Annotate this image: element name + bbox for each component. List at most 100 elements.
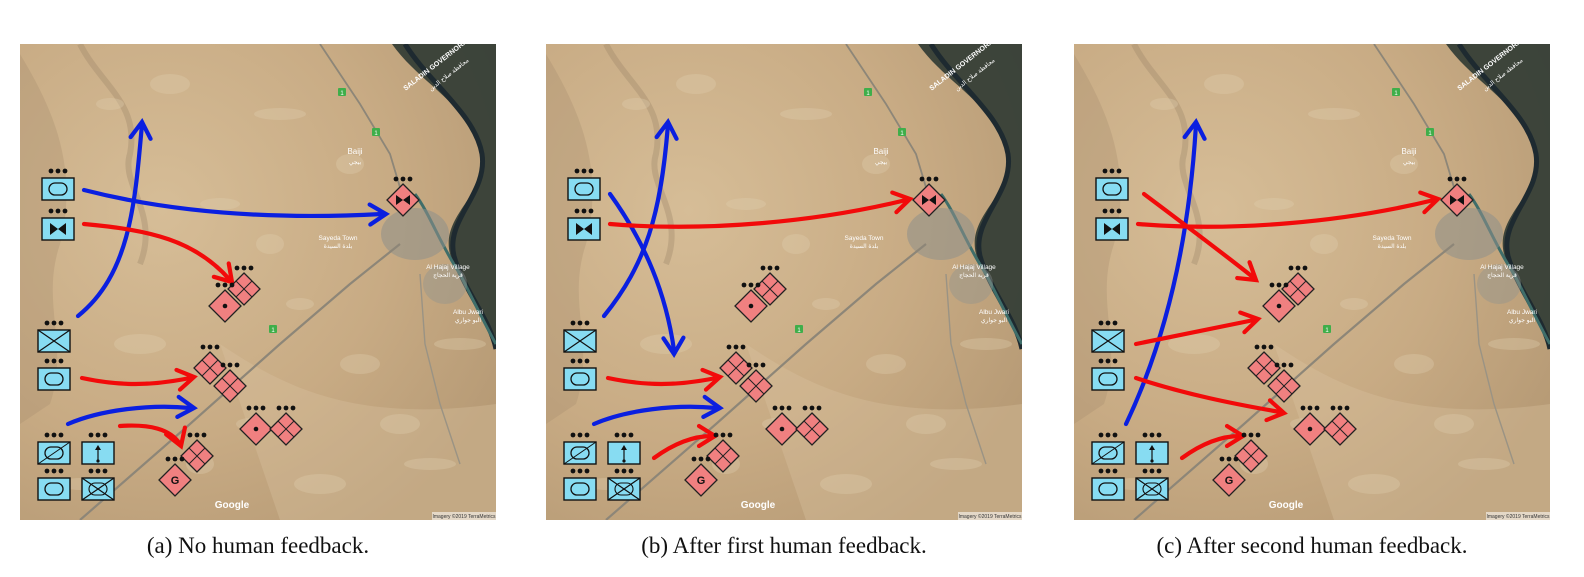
place-label-baiji: Baiji bbox=[873, 147, 888, 156]
friendly-arrow-north bbox=[1123, 118, 1207, 427]
terrain-patch bbox=[1488, 338, 1540, 350]
highway bbox=[605, 243, 927, 520]
terrain-patch bbox=[676, 74, 716, 94]
place-label-alhajaj-arabic: قرية الحجاج bbox=[1487, 272, 1517, 279]
echelon-dot bbox=[1268, 344, 1274, 350]
friendly-unit-mech bbox=[1091, 432, 1125, 465]
echelon-dot bbox=[1274, 362, 1280, 368]
echelon-dot bbox=[1112, 358, 1118, 364]
echelon-dot bbox=[1295, 265, 1301, 271]
road-marker bbox=[269, 325, 277, 333]
echelon-dot bbox=[779, 405, 785, 411]
arrow-head bbox=[164, 425, 188, 450]
arrow-shaft bbox=[605, 375, 719, 387]
arrow-head bbox=[890, 190, 914, 215]
arrow-head bbox=[1418, 190, 1442, 215]
echelon-dot bbox=[51, 320, 57, 326]
friendly-unit-artillery bbox=[607, 432, 641, 465]
echelon-dot bbox=[51, 468, 57, 474]
echelon-dot bbox=[253, 405, 259, 411]
echelon-dot bbox=[165, 456, 171, 462]
friendly-unit-infantry bbox=[563, 320, 597, 353]
echelon-dot bbox=[577, 320, 583, 326]
echelon-dot bbox=[772, 405, 778, 411]
echelon-dot bbox=[1281, 362, 1287, 368]
echelon-dot bbox=[44, 468, 50, 474]
unit-frame bbox=[1091, 367, 1125, 391]
inf-cross bbox=[1255, 359, 1273, 377]
echelon-dot bbox=[1454, 176, 1460, 182]
armor-oval bbox=[44, 446, 64, 460]
arrow-shaft bbox=[81, 221, 233, 283]
terrain-patch bbox=[1434, 414, 1474, 434]
inf-cross bbox=[1275, 377, 1293, 395]
unit-diamond bbox=[684, 463, 718, 497]
river-valley bbox=[1446, 44, 1550, 344]
friendly-unit-armor bbox=[567, 168, 601, 201]
inf-cross bbox=[1091, 329, 1125, 353]
place-label-alhajaj: Al Hajaj Village bbox=[426, 264, 470, 271]
enemy-unit-infantry bbox=[795, 405, 829, 446]
echelon-dot bbox=[1112, 432, 1118, 438]
echelon-dot bbox=[1302, 265, 1308, 271]
artillery-base bbox=[622, 459, 626, 463]
echelon-dot bbox=[1109, 168, 1115, 174]
terrain-patch bbox=[96, 98, 124, 110]
road-marker bbox=[372, 128, 380, 136]
armor-oval bbox=[570, 372, 590, 386]
unit-dot bbox=[1307, 426, 1313, 432]
place-label-sayeda: Sayeda Town bbox=[1373, 235, 1412, 242]
inf-cross bbox=[714, 447, 732, 465]
enemy-unit-infantry bbox=[1234, 432, 1268, 473]
echelon-dot bbox=[58, 320, 64, 326]
echelon-dot bbox=[746, 362, 752, 368]
enemy-unit-dot bbox=[208, 282, 242, 323]
terrain-patch bbox=[906, 414, 946, 434]
place-label-baiji: Baiji bbox=[347, 147, 362, 156]
friendly-arrow-north bbox=[75, 118, 153, 319]
road-marker-label: 1 bbox=[866, 91, 870, 97]
arrow-shaft bbox=[591, 404, 719, 427]
echelon-dot bbox=[44, 358, 50, 364]
echelon-dot bbox=[215, 282, 221, 288]
echelon-dot bbox=[1255, 432, 1261, 438]
echelon-dot bbox=[1109, 208, 1115, 214]
echelon-dot bbox=[926, 176, 932, 182]
inf-cross bbox=[1242, 447, 1260, 465]
echelon-dot bbox=[88, 468, 94, 474]
echelon-dot bbox=[584, 432, 590, 438]
armor-oval bbox=[1142, 482, 1162, 496]
echelon-dot bbox=[577, 468, 583, 474]
echelon-dot bbox=[705, 456, 711, 462]
echelon-dot bbox=[1314, 405, 1320, 411]
echelon-dot bbox=[1276, 282, 1282, 288]
echelon-dot bbox=[229, 282, 235, 288]
inf-cross bbox=[607, 477, 641, 501]
place-label-albu: Albu Jwari bbox=[979, 309, 1009, 316]
echelon-dot bbox=[58, 468, 64, 474]
terrain-patch bbox=[200, 198, 240, 210]
unit-diamond bbox=[158, 463, 192, 497]
enemy-arrow-3 bbox=[1133, 310, 1262, 347]
place-label-albu-arabic: البو جواري bbox=[981, 317, 1007, 324]
echelon-dot bbox=[51, 432, 57, 438]
enemy-unit-infantry bbox=[719, 344, 753, 385]
road-marker bbox=[1392, 88, 1400, 96]
road-marker bbox=[1323, 325, 1331, 333]
terrain-patch bbox=[866, 354, 906, 374]
enemy-unit-dot bbox=[1262, 282, 1296, 323]
echelon-dot bbox=[614, 432, 620, 438]
armor-oval bbox=[1098, 482, 1118, 496]
terrain-patch bbox=[404, 458, 456, 470]
inf-cross bbox=[563, 329, 597, 353]
enemy-unit-infantry bbox=[1281, 265, 1315, 306]
echelon-dot bbox=[102, 432, 108, 438]
echelon-dot bbox=[726, 344, 732, 350]
friendly-unit-armor bbox=[37, 358, 71, 391]
enemy-arrow-2 bbox=[79, 367, 198, 392]
armor-oval bbox=[1098, 446, 1118, 460]
place-label-baiji-arabic: بيجي bbox=[349, 160, 362, 166]
enemy-unit-infantry bbox=[193, 344, 227, 385]
echelon-dot bbox=[241, 265, 247, 271]
